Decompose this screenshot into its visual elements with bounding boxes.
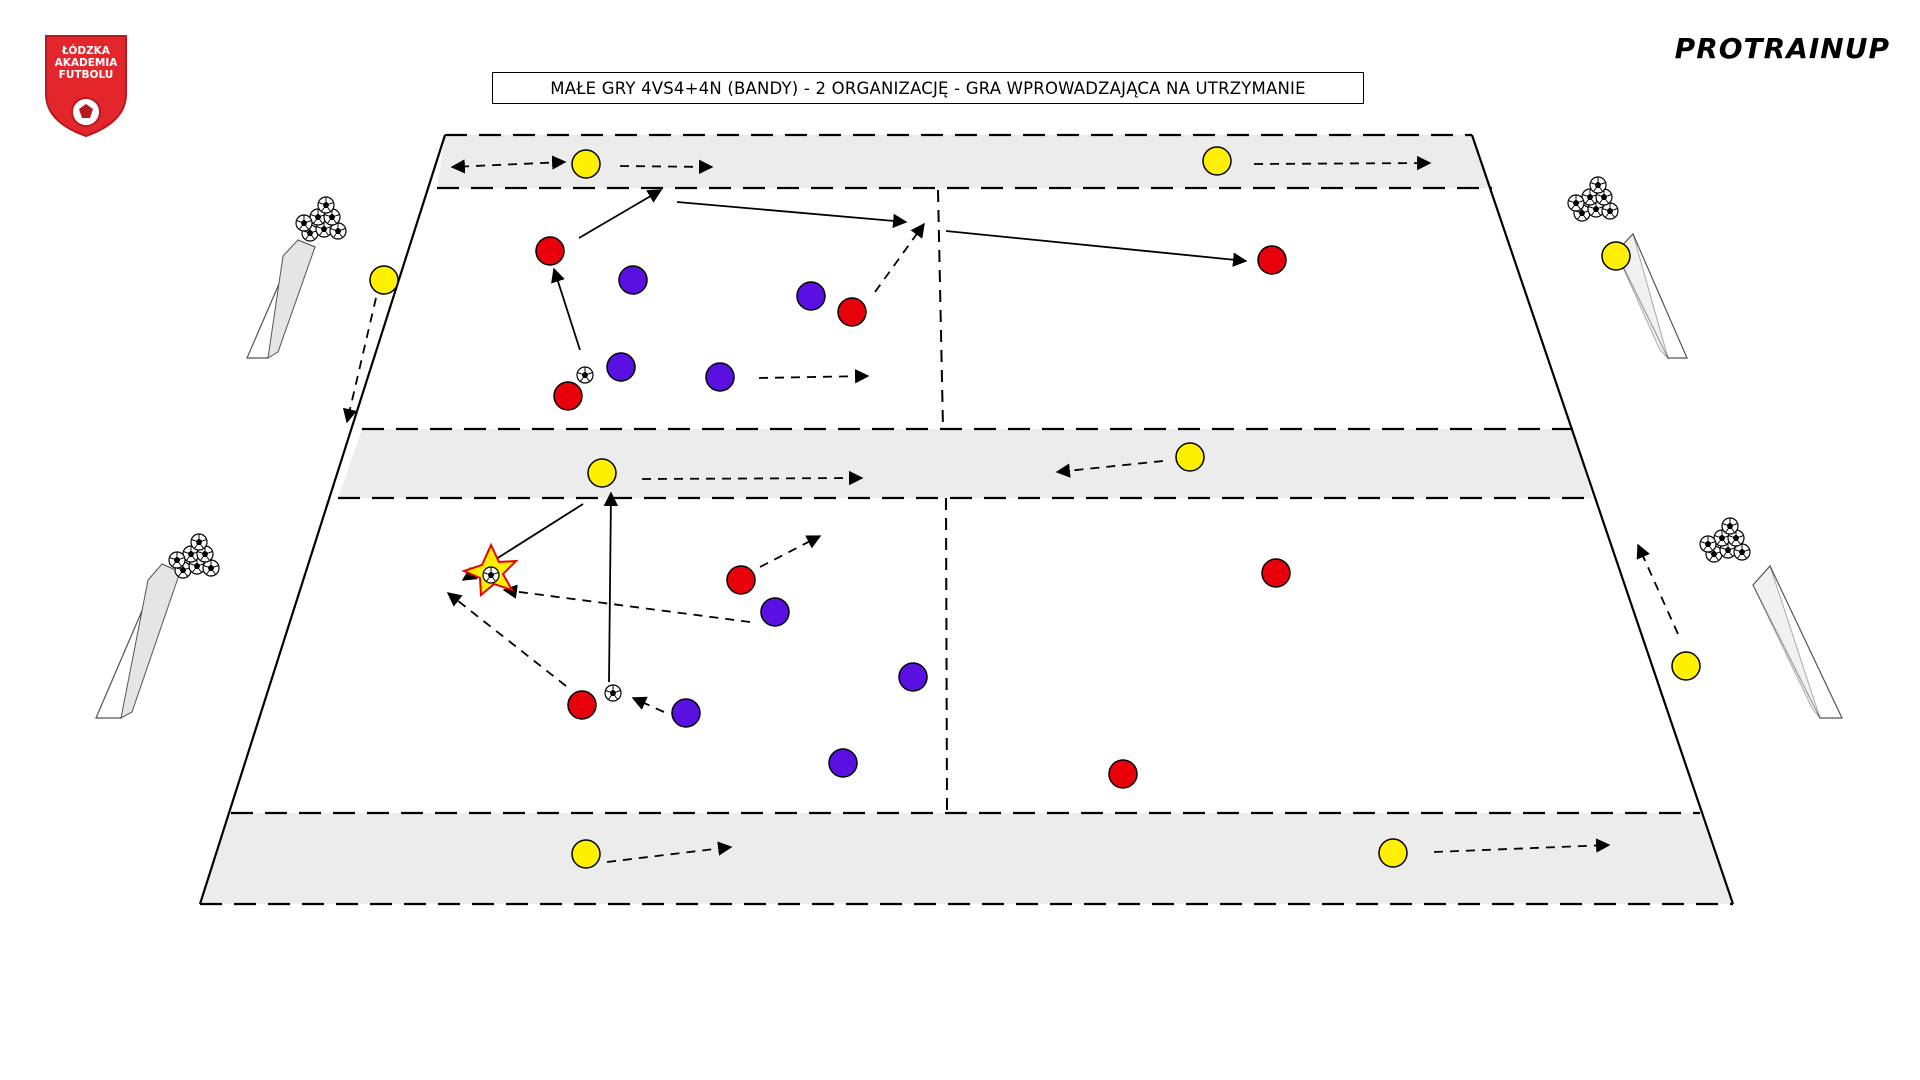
middle-zone [338,429,1592,498]
red-team-players [535,236,1291,789]
center-split-lines [937,189,948,813]
purple-player [671,698,701,728]
neutral-player [1378,838,1408,868]
purple-team-players [606,265,928,778]
neutral-player [1202,146,1232,176]
red-player [1261,558,1291,588]
red-player [1257,245,1287,275]
ball-icon [482,566,500,584]
page-title: MAŁE GRY 4VS4+4N (BANDY) - 2 ORGANIZACJĘ… [492,72,1364,104]
neutral-player [571,839,601,869]
club-logo-icon: ŁÓDZKA AKADEMIA FUTBOLU [45,35,127,138]
ball-pile-top-right-icon [1568,177,1618,221]
neutral-player [369,265,399,295]
purple-player [618,265,648,295]
ball-icon [576,366,594,384]
purple-player [760,597,790,627]
ball-pile-bottom-left-icon [169,534,219,578]
pitch-outline [198,134,1735,905]
logo-line-2: AKADEMIA [55,57,119,69]
bench-bottom-right-icon [1752,564,1843,719]
ball-icon [604,684,622,702]
neutral-players [369,146,1701,869]
red-player [726,565,756,595]
purple-player [606,352,636,382]
purple-player [898,662,928,692]
neutral-player [1175,442,1205,472]
purple-player [796,281,826,311]
logo-line-3: FUTBOLU [59,69,114,81]
red-player [535,236,565,266]
red-player [837,297,867,327]
pitch-dashed-lines [200,133,1733,906]
bench-top-left-icon [246,239,316,359]
red-player [1108,759,1138,789]
neutral-player [587,458,617,488]
logo-line-1: ŁÓDZKA [61,44,111,57]
neutral-player [571,149,601,179]
top-zone [437,135,1492,188]
red-player [553,381,583,411]
logo-shield [45,35,127,138]
ball-pile-bottom-right-icon [1700,518,1750,562]
pass-arrows [461,189,1248,683]
bench-bottom-left-icon [95,563,181,719]
bench-top-right-icon [1615,232,1688,360]
purple-player [828,748,858,778]
red-player [567,690,597,720]
neutral-player [1601,241,1631,271]
brand-logo: PROTRAINUP [1674,32,1890,65]
ball-pile-top-left-icon [296,197,346,241]
bottom-zone [200,813,1733,904]
neutral-player [1671,651,1701,681]
purple-player [705,362,735,392]
dribble-arrows [342,155,1679,863]
